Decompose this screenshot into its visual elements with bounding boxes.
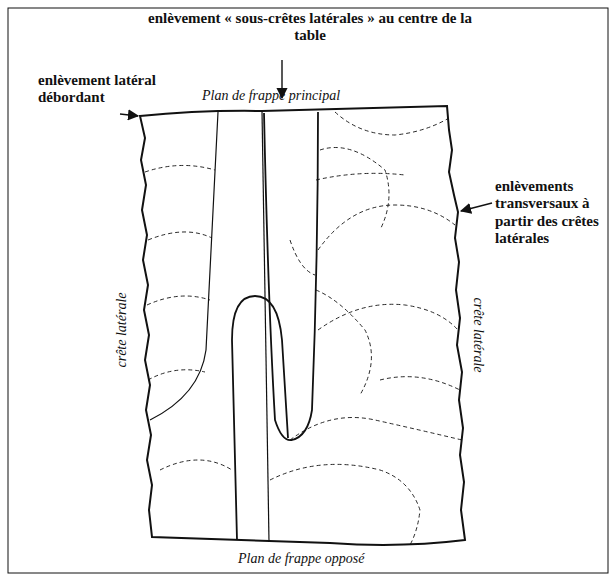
- annotation-label: enlèvement latéral débordant: [38, 72, 163, 107]
- ridge-label: crête latérale: [114, 292, 130, 367]
- annotation-label: enlèvements transversaux à partir des cr…: [495, 178, 607, 247]
- annotation-label: enlèvement « sous-crêtes latérales » au …: [140, 10, 480, 45]
- core-outline: [140, 106, 465, 545]
- frame: [8, 8, 608, 573]
- pointer-arrow: [120, 114, 138, 116]
- scar-ripple: [145, 112, 462, 545]
- plane-label: Plan de frappe opposé: [238, 551, 364, 567]
- plane-label: Plan de frappe principal: [202, 88, 340, 104]
- pointer-arrow: [461, 203, 492, 211]
- scar-edge: [264, 112, 318, 440]
- scar-edge: [232, 296, 288, 540]
- ridge-label: crête latérale: [470, 297, 486, 372]
- scar-edge: [150, 112, 218, 420]
